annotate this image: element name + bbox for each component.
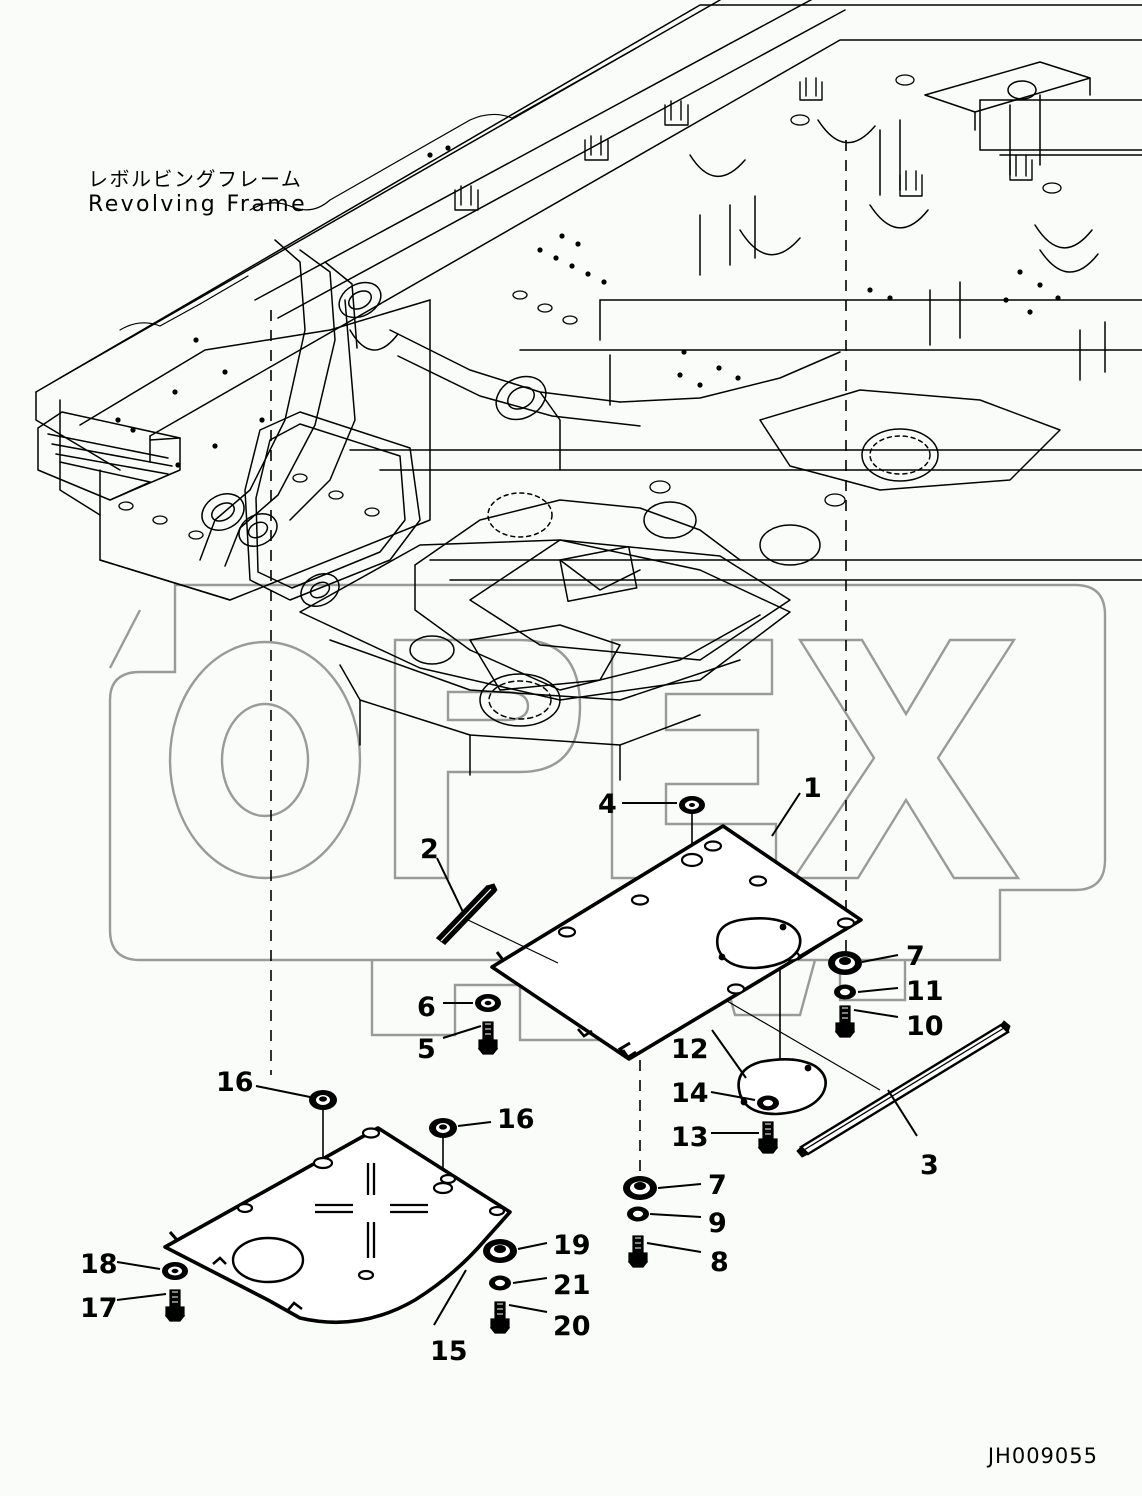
callout-21: 21: [553, 1270, 591, 1301]
grommet-19: [483, 1239, 517, 1263]
revolving-frame-label: レボルビングフレーム Revolving Frame: [88, 167, 308, 218]
callout-1: 1: [803, 773, 822, 804]
callout-10: 10: [906, 1011, 944, 1042]
callout-16a: 16: [216, 1067, 254, 1098]
callout-4: 4: [598, 789, 617, 820]
floor-plate-main-shape: [490, 824, 863, 1061]
washer-6: [475, 994, 501, 1012]
seal-strip-long-shape: [796, 1020, 1011, 1158]
bolt-5: [477, 1021, 499, 1055]
washer-9: [627, 1206, 649, 1222]
thin-pointer-lines: [467, 919, 881, 1091]
callout-15: 15: [430, 1336, 468, 1367]
frame-label-english: Revolving Frame: [88, 191, 308, 217]
leader-lines: [116, 792, 918, 1326]
callout-5: 5: [417, 1034, 436, 1065]
callout-8: 8: [710, 1247, 729, 1278]
bolt-20: [489, 1301, 511, 1334]
bolt-17: [164, 1289, 186, 1322]
bolt-8: [627, 1235, 649, 1268]
callout-19: 19: [553, 1230, 591, 1261]
callout-18: 18: [80, 1249, 118, 1280]
callout-6: 6: [417, 992, 436, 1023]
grommet-7a: [828, 951, 862, 975]
callout-9: 9: [708, 1208, 727, 1239]
callout-12: 12: [671, 1034, 709, 1065]
fasteners: [162, 796, 862, 1334]
callout-13: 13: [671, 1122, 709, 1153]
washer-21: [489, 1275, 511, 1291]
callout-7a: 7: [906, 941, 925, 972]
drawing-number: JH009055: [987, 1444, 1098, 1468]
callout-17: 17: [80, 1293, 118, 1324]
washer-4: [679, 796, 705, 814]
frame-label-japanese: レボルビングフレーム: [88, 167, 303, 191]
callout-7b: 7: [708, 1170, 727, 1201]
callout-3: 3: [920, 1150, 939, 1181]
bolt-13: [757, 1121, 779, 1154]
callout-20: 20: [553, 1311, 591, 1342]
grommet-7b: [623, 1176, 657, 1200]
grommet-16a: [309, 1090, 337, 1110]
cover-oval-shape: [737, 1057, 827, 1116]
callout-14: 14: [671, 1078, 709, 1109]
bolt-10: [834, 1005, 856, 1038]
grommet-16b: [429, 1118, 457, 1138]
washer-18: [162, 1262, 188, 1280]
seal-strip-short-shape: [435, 883, 498, 945]
callout-2: 2: [420, 834, 439, 865]
floor-plate-rear-shape: [163, 1126, 512, 1325]
callout-11: 11: [906, 976, 944, 1007]
washer-11: [834, 984, 856, 1000]
callout-16b: 16: [497, 1104, 535, 1135]
washer-14: [757, 1095, 779, 1111]
